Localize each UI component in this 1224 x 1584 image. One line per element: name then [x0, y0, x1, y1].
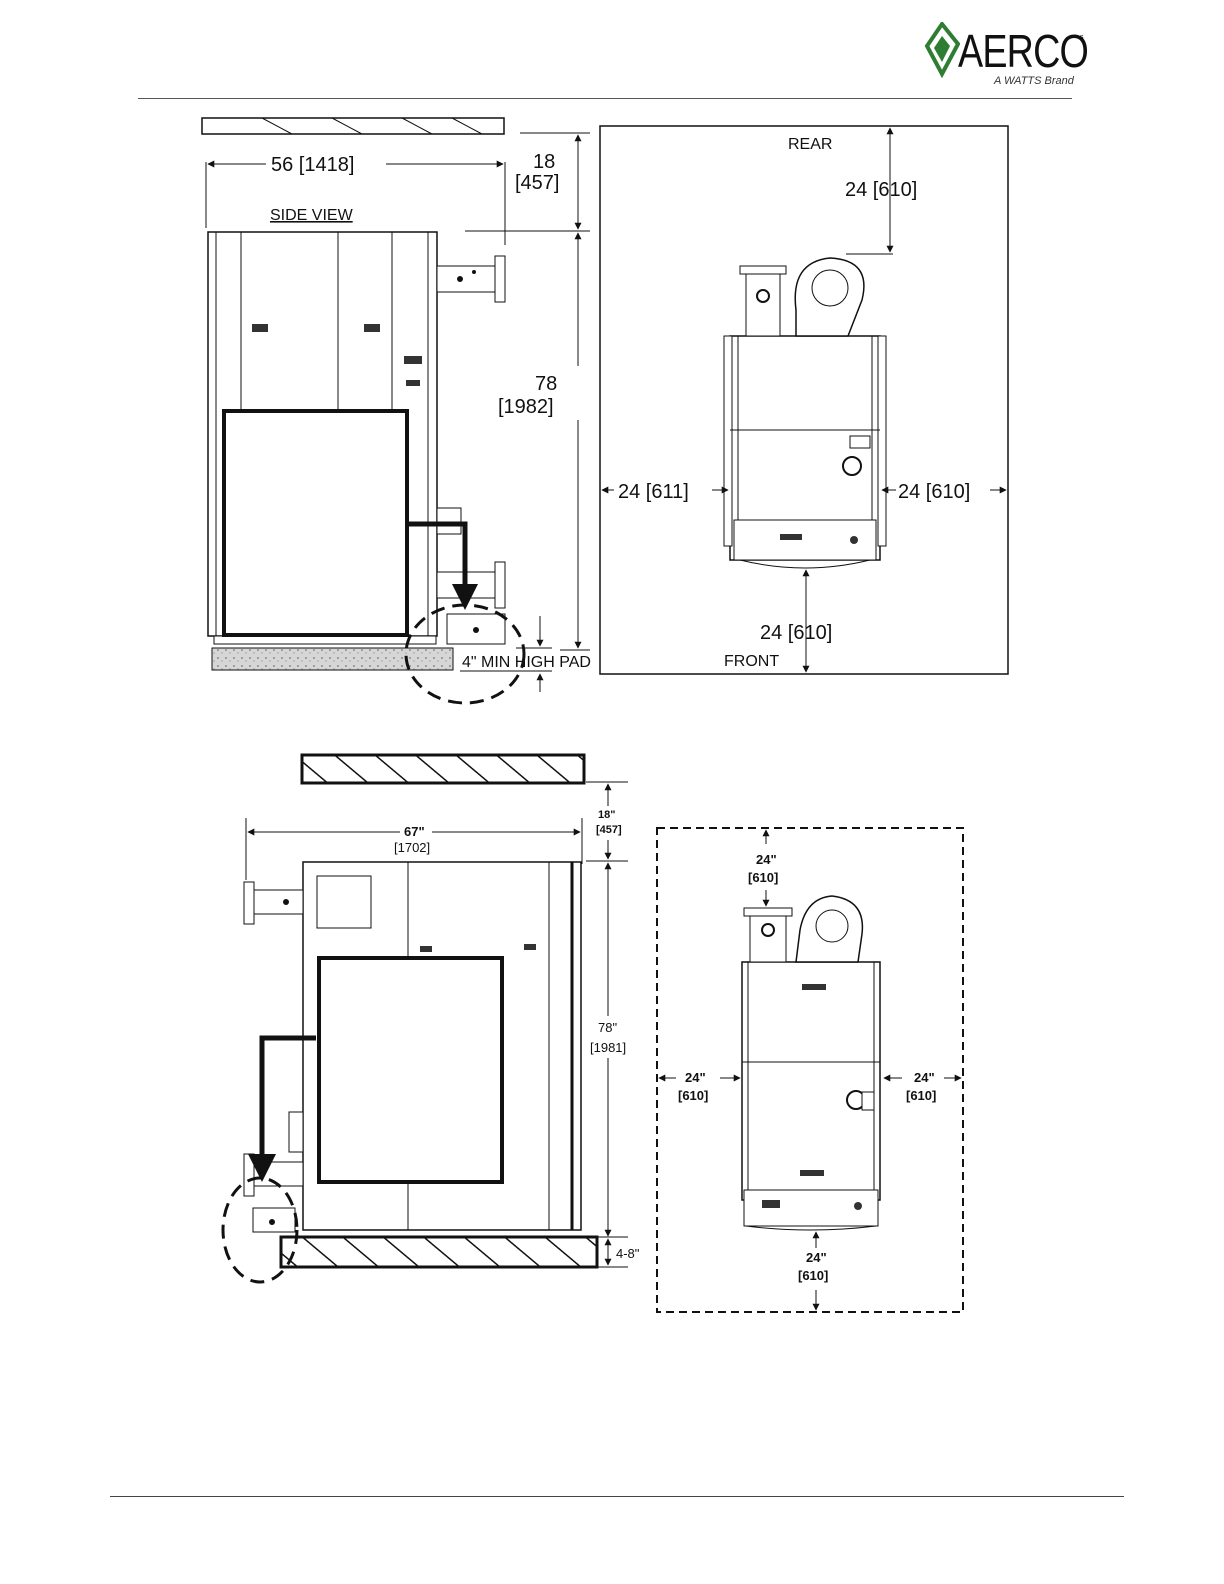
bottom-left-clearance-mm: [610] [678, 1088, 708, 1103]
footer-rule [110, 1496, 1124, 1497]
side-view-label: SIDE VIEW [270, 207, 354, 224]
bottom-callout-box [319, 958, 502, 1182]
top-rear-clearance: 24 [610] [845, 179, 917, 201]
bottom-top-clearance-in: 18" [598, 809, 615, 821]
top-clearance-in: 18 [533, 151, 555, 173]
top-callout-box [224, 411, 407, 635]
bottom-drain-fittings [244, 1154, 303, 1232]
bottom-front-clearance-in: 24" [806, 1250, 827, 1265]
bottom-right-clearance-in: 24" [914, 1070, 935, 1085]
top-height-mm: [1982] [498, 396, 554, 418]
bottom-ceiling [302, 755, 584, 783]
top-plan-view: REAR 24 [610] 24 [611] 24 [610] 24 [610]… [600, 126, 1008, 674]
top-height-in: 78 [535, 373, 557, 395]
bottom-front-clearance-mm: [610] [798, 1268, 828, 1283]
bottom-width-mm: [1702] [394, 840, 430, 855]
bottom-side-view: 67" [1702] 18" [457] 78" [1981] 4-8" [223, 755, 640, 1282]
top-front-clearance: 24 [610] [760, 622, 832, 644]
top-pad-label: 4" MIN HIGH PAD [462, 654, 591, 671]
bottom-rear-clearance-mm: [610] [748, 870, 778, 885]
bottom-width-in: 67" [404, 824, 425, 839]
bottom-boiler-plan [742, 896, 880, 1230]
bottom-height-mm: [1981] [590, 1040, 626, 1055]
front-label: FRONT [724, 653, 779, 670]
bottom-exhaust-flange [244, 882, 303, 924]
top-concrete-pad [212, 648, 453, 670]
top-drain-fittings [437, 508, 505, 644]
rear-label: REAR [788, 136, 832, 153]
bottom-floor-pad [281, 1237, 597, 1267]
top-clearance-mm: [457] [515, 172, 559, 194]
bottom-pad-label: 4-8" [616, 1246, 640, 1261]
top-left-clearance: 24 [611] [618, 481, 689, 503]
top-width-label: 56 [1418] [271, 154, 354, 176]
bottom-rear-clearance-in: 24" [756, 852, 777, 867]
top-ceiling [202, 118, 504, 134]
bottom-plan-view: 24" [610] 24" [610] 24" [610] 24" [610] [657, 828, 963, 1312]
top-right-clearance: 24 [610] [898, 481, 970, 503]
top-exhaust-flange [437, 256, 505, 302]
bottom-right-clearance-mm: [610] [906, 1088, 936, 1103]
bottom-top-clearance-mm: [457] [596, 824, 622, 836]
bottom-left-clearance-in: 24" [685, 1070, 706, 1085]
top-side-view: 56 [1418] 18 [457] SIDE VIEW 78 [1982] 4… [202, 118, 591, 703]
bottom-height-in: 78" [598, 1020, 617, 1035]
